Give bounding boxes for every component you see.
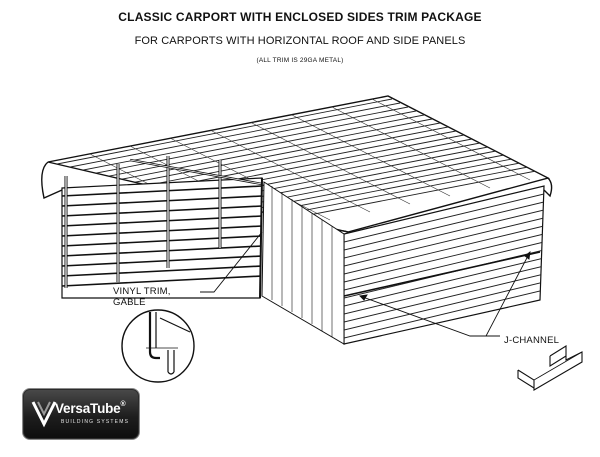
leader-lines — [200, 231, 531, 337]
page-subtitle: FOR CARPORTS WITH HORIZONTAL ROOF AND SI… — [134, 35, 466, 47]
logo-tagline: BUILDING SYSTEMS — [61, 419, 130, 425]
j-channel-label: J-CHANNEL — [504, 335, 560, 346]
trim-note: (ALL TRIM IS 29GA METAL) — [256, 57, 344, 64]
vinyl-trim-gable-label: VINYL TRIM, GABLE — [113, 286, 171, 308]
left-side-wall — [61, 156, 263, 299]
j-channel-profile — [517, 345, 583, 391]
logo-registered-mark: ® — [120, 401, 126, 408]
right-side-wall — [261, 181, 545, 345]
page-title: CLASSIC CARPORT WITH ENCLOSED SIDES TRIM… — [118, 10, 482, 24]
vinyl-trim-detail — [121, 309, 195, 383]
versatube-mark-icon — [31, 401, 57, 428]
logo-name: VersaTube — [55, 401, 121, 416]
versatube-logo: VersaTube® BUILDING SYSTEMS — [22, 388, 140, 440]
logo-wordmark: VersaTube® — [55, 401, 126, 416]
